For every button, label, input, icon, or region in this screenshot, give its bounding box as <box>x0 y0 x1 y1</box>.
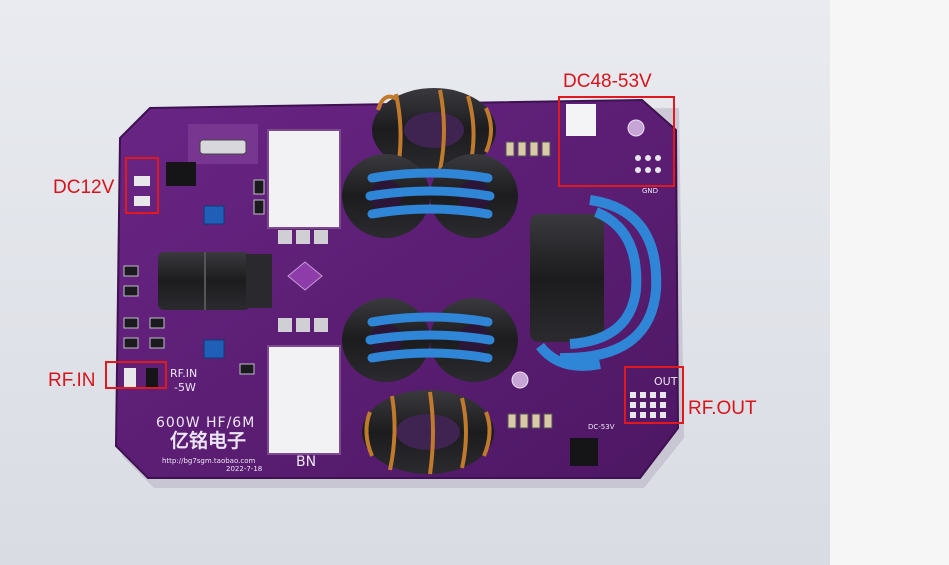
lower-blue-toroid-pair <box>342 298 518 382</box>
heatsink-window-bottom <box>267 345 341 455</box>
silk-brand: 亿铭电子 <box>170 430 247 452</box>
heatsink-window-top <box>267 129 341 229</box>
dc48-pad <box>566 104 596 136</box>
bottom-copper-toroid <box>362 390 494 475</box>
silk-rf-in: RF.IN <box>170 367 198 380</box>
trimmer-pot-bottom <box>203 339 225 359</box>
dc48-53v-label: DC48-53V <box>563 71 652 92</box>
silk-dc53v: DC-53V <box>588 423 615 431</box>
amplifier-board-drawing <box>114 88 684 488</box>
silk-date: 2022-7-18 <box>226 465 263 473</box>
top-copper-toroid <box>372 88 496 172</box>
dc48-53v-callout-box <box>558 96 675 187</box>
rf-out-label: RF.OUT <box>688 398 757 419</box>
silk-bn: BN <box>296 454 317 470</box>
dc12v-callout-box <box>125 157 159 214</box>
right-margin <box>830 0 949 565</box>
silk-model: 600W HF/6M <box>156 415 256 431</box>
rf-out-callout-box <box>624 366 684 424</box>
upper-blue-toroid-pair <box>342 154 518 238</box>
silk-url: http://bg7sgm.taobao.com <box>162 457 256 465</box>
regulator-ic <box>166 162 196 186</box>
silk-gnd: GND <box>642 187 659 195</box>
silk-out: OUT <box>654 375 678 388</box>
pcb-photo: RF.IN -5W 600W HF/6M 亿铭电子 http://bg7sgm.… <box>0 0 830 565</box>
rf-in-label: RF.IN <box>48 370 96 391</box>
trimmer-pot-top <box>203 205 225 225</box>
output-transformer <box>530 195 662 371</box>
silk-power-rating: -5W <box>174 381 196 394</box>
rf-in-callout-box <box>105 361 167 389</box>
dc12v-label: DC12V <box>53 177 115 198</box>
